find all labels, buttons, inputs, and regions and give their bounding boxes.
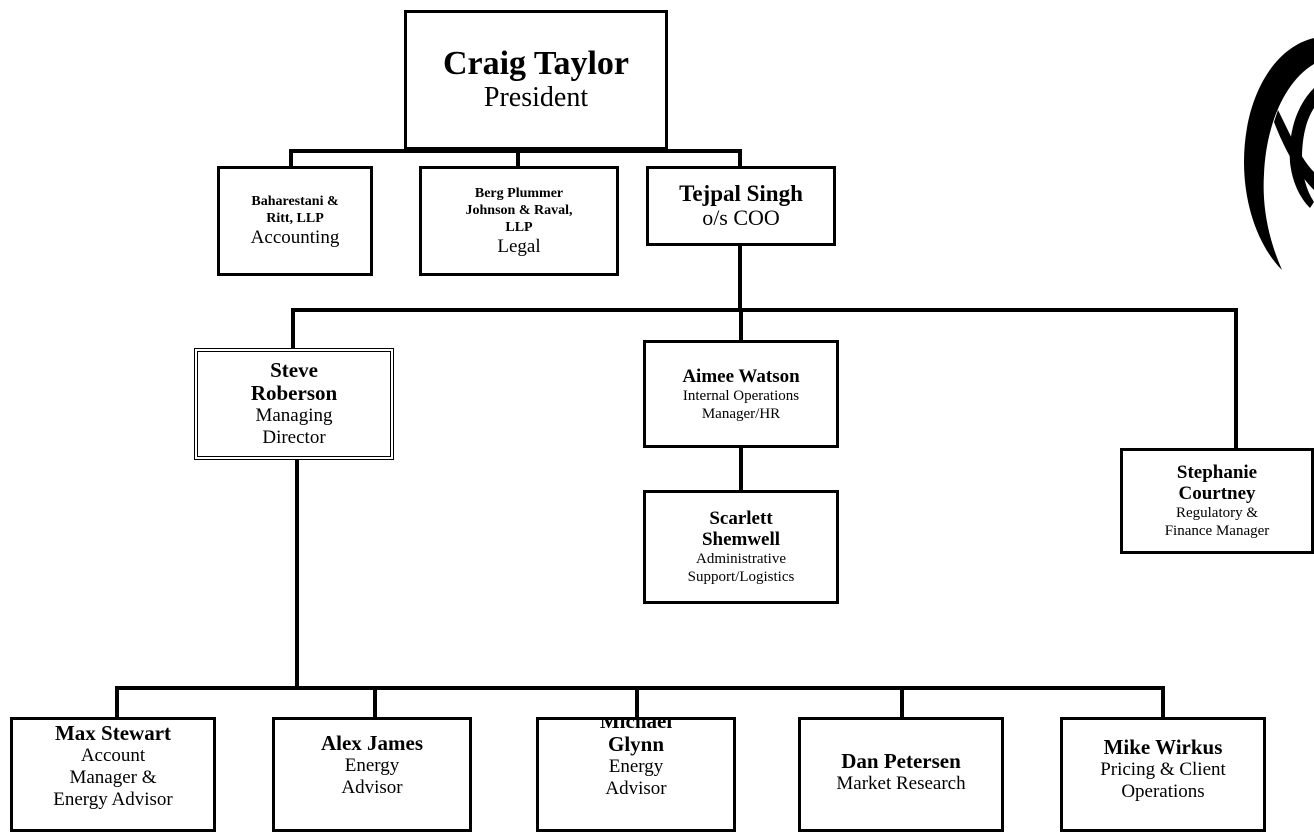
staff-title-line: Advisor <box>605 778 667 799</box>
staff-title-line: Energy Advisor <box>53 789 173 810</box>
staff-name: Alex James <box>320 731 424 755</box>
admin-support-name-line-1: Scarlett <box>709 508 773 529</box>
staff-title-line: Pricing & Client <box>1100 759 1226 780</box>
staff-box-michael-glynn: Michael Glynn Energy Advisor <box>536 717 736 832</box>
ops-manager-box: Aimee Watson Internal Operations Manager… <box>643 340 839 448</box>
president-name: Craig Taylor <box>442 45 630 82</box>
staff-box-dan-petersen: Dan Petersen Market Research <box>798 717 1004 832</box>
accounting-name-line-2: Ritt, LLP <box>266 211 324 226</box>
staff-box-alex-james: Alex James Energy Advisor <box>272 717 472 832</box>
managing-director-title-line-1: Managing <box>255 405 333 426</box>
coo-box: Tejpal Singh o/s COO <box>646 166 836 246</box>
staff-box-max-stewart: Max Stewart Account Manager & Energy Adv… <box>10 717 216 832</box>
admin-support-box: Scarlett Shemwell Administrative Support… <box>643 490 839 604</box>
staff-name: Mike Wirkus <box>1103 735 1223 759</box>
staff-title-line: Energy <box>344 755 400 776</box>
managing-director-name-line-2: Roberson <box>250 381 338 405</box>
managing-director-name-line-1: Steve <box>270 358 318 382</box>
staff-name: Dan Petersen <box>841 749 961 773</box>
accounting-box: Baharestani & Ritt, LLP Accounting <box>217 166 373 276</box>
stylized-swoosh-logo-icon <box>1244 38 1314 270</box>
staff-box-mike-wirkus: Mike Wirkus Pricing & Client Operations <box>1060 717 1266 832</box>
ops-manager-title-line-1: Internal Operations <box>682 387 800 404</box>
regulatory-box: Stephanie Courtney Regulatory & Finance … <box>1120 448 1314 554</box>
legal-name-line-3: LLP <box>505 219 533 235</box>
staff-title-line: Account <box>80 745 146 766</box>
staff-name-line: Michael <box>599 717 673 733</box>
president-box: Craig Taylor President <box>404 10 668 150</box>
accounting-title: Accounting <box>250 227 340 248</box>
legal-title: Legal <box>497 235 541 257</box>
regulatory-name-line-1: Stephanie <box>1176 462 1258 483</box>
managing-director-box: Steve Roberson Managing Director <box>194 348 394 460</box>
managing-director-title-line-2: Director <box>262 427 326 448</box>
staff-name-line: Glynn <box>607 732 665 756</box>
ops-manager-name: Aimee Watson <box>682 365 800 387</box>
staff-name: Max Stewart <box>54 721 172 745</box>
regulatory-title-line-2: Finance Manager <box>1164 523 1270 539</box>
staff-title-line: Operations <box>1121 781 1205 802</box>
staff-title-line: Advisor <box>341 777 403 798</box>
president-title: President <box>483 82 589 113</box>
admin-support-title-line-1: Administrative <box>696 551 786 567</box>
coo-title: o/s COO <box>702 205 780 230</box>
coo-name: Tejpal Singh <box>679 181 803 206</box>
staff-title-line: Manager & <box>69 767 157 788</box>
admin-support-name-line-2: Shemwell <box>701 529 781 550</box>
staff-title-line: Energy <box>608 756 664 777</box>
regulatory-name-line-2: Courtney <box>1178 483 1256 504</box>
legal-name-line-1: Berg Plummer <box>474 185 564 201</box>
regulatory-title-line-1: Regulatory & <box>1175 505 1259 521</box>
staff-title-line: Market Research <box>836 773 966 794</box>
admin-support-title-line-2: Support/Logistics <box>687 569 795 585</box>
ops-manager-title-line-2: Manager/HR <box>701 405 781 422</box>
legal-box: Berg Plummer Johnson & Raval, LLP Legal <box>419 166 619 276</box>
accounting-name-line-1: Baharestani & <box>251 194 339 209</box>
legal-name-line-2: Johnson & Raval, <box>465 202 573 218</box>
